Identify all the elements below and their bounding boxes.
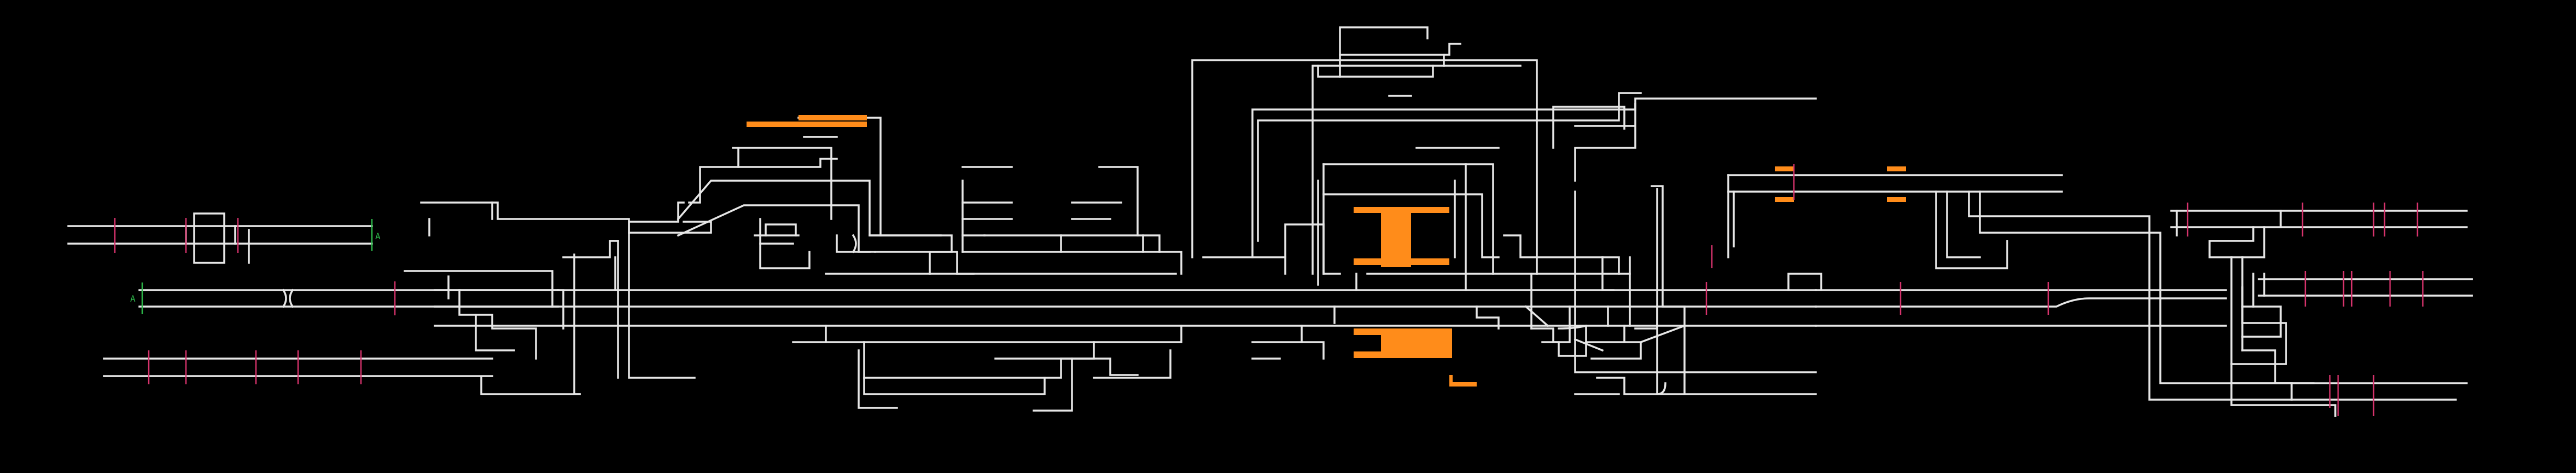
platform-layer: [747, 115, 1906, 387]
track-segment: [1531, 307, 1570, 342]
track-segment: [1313, 66, 1520, 274]
track-segment: [793, 326, 826, 342]
track-segment: [963, 203, 1012, 235]
platform: [1354, 328, 1452, 335]
track-segment: [563, 241, 618, 257]
track-segment: [1575, 192, 1816, 372]
track-segment: [2242, 307, 2281, 337]
track-segment: [1094, 350, 1170, 378]
track-segment: [755, 235, 799, 244]
track-segment: [853, 235, 856, 252]
track-segment: [1608, 307, 1624, 342]
track-segment: [558, 290, 563, 328]
track-segment: [629, 203, 684, 233]
track-segment: [1788, 274, 1821, 290]
track-segment: [283, 290, 286, 307]
platform: [1354, 258, 1449, 265]
track-segment: [2210, 227, 2264, 257]
track-segment: [1340, 27, 1427, 77]
track-segment: [429, 203, 492, 235]
track-segment: [1340, 44, 1460, 55]
track-segment: [1203, 257, 1285, 274]
signal-layer: [142, 219, 372, 314]
track-segment: [963, 252, 1181, 274]
track-segment: [826, 326, 1181, 342]
track-segment: [1072, 203, 1121, 219]
track-segment: [1816, 298, 2226, 307]
track-segment: [1192, 60, 1537, 274]
platform: [1449, 382, 1477, 387]
platform: [1775, 197, 1794, 202]
track-segment: [481, 378, 580, 394]
track-segment: [476, 315, 514, 350]
track-segment: [766, 224, 796, 235]
track-segment: [1947, 192, 1980, 257]
track-segment: [1586, 342, 1641, 359]
track-segment: [1318, 66, 1433, 77]
signal-label: A: [375, 232, 381, 241]
platform: [1449, 375, 1453, 383]
platform: [1887, 166, 1906, 171]
track-segment: [2242, 350, 2292, 400]
platform: [799, 115, 867, 120]
track-segment: [1575, 339, 1816, 394]
track-segment: [1099, 167, 1138, 235]
track-segment: [194, 214, 224, 263]
track-segment: [448, 276, 536, 359]
signal-label: A: [130, 295, 136, 303]
track-segment: [405, 271, 552, 307]
track-segment: [875, 252, 974, 274]
track-segment: [1526, 307, 1548, 326]
platform: [1887, 197, 1906, 202]
track-segment: [864, 342, 1045, 394]
track-segment: [290, 290, 293, 307]
track-segment: [1258, 93, 1641, 241]
track-segment: [1061, 235, 1143, 252]
track-segment: [1302, 326, 1324, 359]
platform: [1354, 351, 1452, 358]
platform: [1381, 335, 1452, 353]
track-segment: [1657, 189, 1665, 394]
platform: [1775, 166, 1794, 171]
track-segment: [678, 205, 870, 252]
platform: [1381, 207, 1411, 267]
track-segment: [1575, 104, 1635, 181]
platform: [747, 122, 867, 127]
track-segment: [733, 148, 831, 219]
track-segment: [1980, 192, 2467, 383]
main-line-4: [629, 222, 711, 233]
track-segment: [870, 235, 952, 274]
track-segment: [864, 342, 1094, 378]
track-segment: [1252, 99, 1816, 257]
track-segment: [1034, 359, 1138, 411]
track-segment: [2231, 257, 2286, 364]
track-segment: [574, 255, 580, 394]
track-layer: [68, 27, 2472, 416]
track-segment: [963, 167, 1012, 252]
track-segment: [984, 235, 1159, 252]
track-segment: [1553, 107, 1624, 148]
track-segment: [1252, 342, 1302, 359]
track-segment: [1635, 307, 1685, 342]
track-segment: [1531, 257, 1613, 328]
track-segment: [678, 181, 941, 235]
